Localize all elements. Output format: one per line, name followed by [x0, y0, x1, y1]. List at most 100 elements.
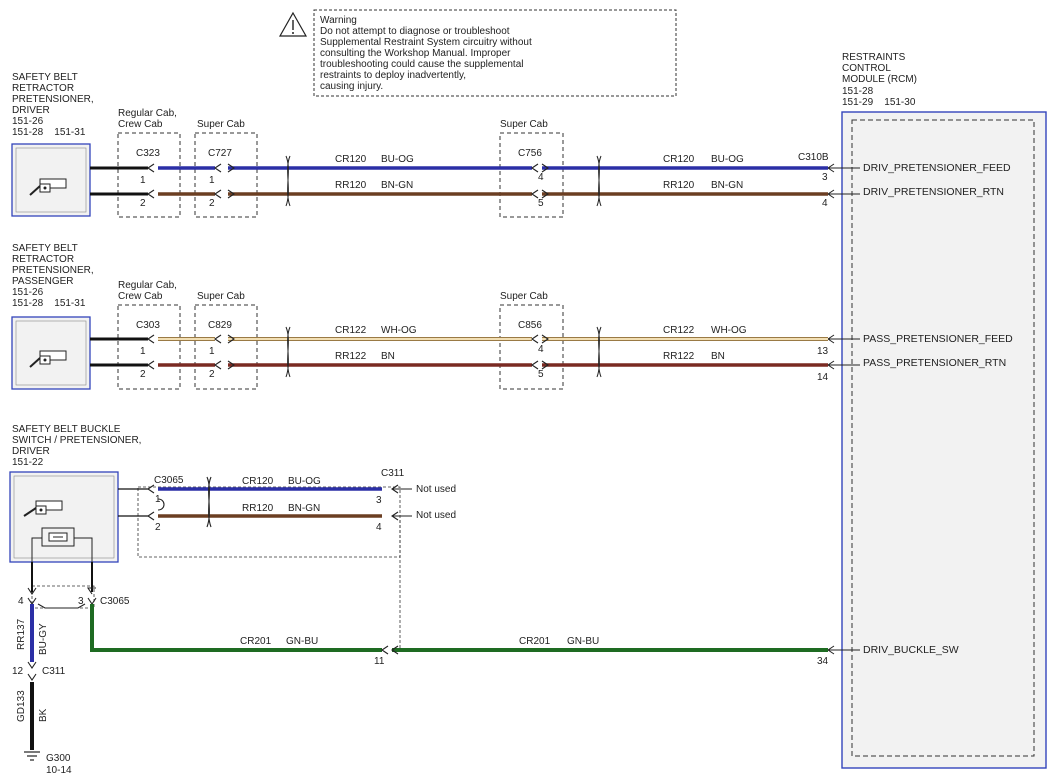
connector-label: C311: [42, 666, 66, 677]
pin-number: 4: [376, 522, 382, 533]
pin-number: 1: [155, 494, 161, 505]
warning-block: Warning Do not attempt to diagnose or tr…: [278, 9, 677, 97]
component-title: PASSENGER: [12, 276, 74, 287]
connector-label: C3065: [100, 596, 130, 607]
cab-label: Crew Cab: [118, 119, 163, 130]
component-title: DRIVER: [12, 105, 50, 116]
warning-line: consulting the Workshop Manual. Improper: [320, 48, 511, 59]
ground-label: G300: [46, 753, 71, 764]
connector-label: C856: [518, 320, 542, 331]
wire-circuit: CR201: [240, 636, 272, 647]
wire-color: GN-BU: [567, 636, 599, 647]
cab-label: Regular Cab,: [118, 280, 177, 291]
component-ref: 151-26: [12, 287, 44, 298]
wire-circuit: CR201: [519, 636, 551, 647]
pin-number: 2: [140, 369, 146, 380]
rcm-module: RESTRAINTS CONTROL MODULE (RCM) 151-28 1…: [798, 52, 1047, 769]
ground-icon: [24, 751, 40, 761]
wire-circuit: RR120: [663, 180, 695, 191]
wire-circuit: RR122: [335, 351, 367, 362]
pin-number: 5: [538, 198, 544, 209]
wire-color: BU-GY: [38, 623, 49, 655]
wire-color: BN: [381, 351, 395, 362]
component-title: RETRACTOR: [12, 254, 74, 265]
wire-circuit: CR120: [335, 154, 367, 165]
component-title: PRETENSIONER,: [12, 94, 94, 105]
cab-label: Super Cab: [197, 291, 245, 302]
rcm-pin: 14: [817, 372, 829, 383]
connector-label: C756: [518, 148, 542, 159]
rcm-connector-label: C310B: [798, 152, 829, 163]
component-title: SAFETY BELT: [12, 72, 78, 83]
wire-color: BU-OG: [288, 476, 321, 487]
wire-color: WH-OG: [381, 325, 417, 336]
connector-label: C303: [136, 320, 160, 331]
pin-number: 12: [12, 666, 24, 677]
rcm-signal: DRIV_BUCKLE_SW: [863, 644, 959, 656]
pin-number: 3: [376, 495, 382, 506]
rcm-pin: 3: [822, 172, 828, 183]
connector-label: C323: [136, 148, 160, 159]
buckle-device-icon: [9, 471, 119, 568]
warning-line: causing injury.: [320, 81, 383, 92]
wire-circuit: CR120: [663, 154, 695, 165]
component-ref: 151-28 151-31: [12, 298, 86, 309]
passenger-pretensioner-section: SAFETY BELT RETRACTOR PRETENSIONER, PASS…: [11, 243, 828, 390]
wire-circuit: RR120: [242, 503, 274, 514]
component-title: SAFETY BELT BUCKLE: [12, 424, 121, 435]
not-used-label: Not used: [416, 510, 456, 521]
not-used-label: Not used: [416, 484, 456, 495]
warning-line: Supplemental Restraint System circuitry …: [320, 37, 532, 48]
pin-number: 4: [538, 172, 544, 183]
pin-number: 1: [209, 346, 215, 357]
wire-color: BN: [711, 351, 725, 362]
wire-color: BN-GN: [711, 180, 743, 191]
cab-label: Super Cab: [500, 119, 548, 130]
pin-number: 4: [538, 344, 544, 355]
warning-icon: [278, 11, 308, 37]
rcm-pin: 34: [817, 656, 829, 667]
warning-line: restraints to deploy inadvertently,: [320, 70, 466, 81]
pin-number: 1: [140, 346, 146, 357]
rcm-title: RESTRAINTS: [842, 52, 906, 63]
rcm-ref: 151-29 151-30: [842, 97, 916, 108]
component-title: DRIVER: [12, 446, 50, 457]
warning-line: Warning: [320, 15, 357, 26]
pin-number: 2: [209, 369, 215, 380]
cab-label: Super Cab: [197, 119, 245, 130]
pin-number: 11: [374, 656, 385, 667]
warning-line: Do not attempt to diagnose or troublesho…: [320, 26, 510, 37]
cab-label: Regular Cab,: [118, 108, 177, 119]
component-title: PRETENSIONER,: [12, 265, 94, 276]
rcm-signal: PASS_PRETENSIONER_FEED: [863, 333, 1013, 345]
ground-ref: 10-14: [46, 765, 72, 776]
wire-circuit: CR122: [335, 325, 367, 336]
pin-number: 2: [140, 198, 146, 209]
wire-color: BU-OG: [711, 154, 744, 165]
component-ref: 151-26: [12, 116, 44, 127]
pretensioner-device-icon: [11, 316, 91, 390]
connector-label: C3065: [154, 475, 184, 486]
component-title: SWITCH / PRETENSIONER,: [12, 435, 141, 446]
pin-number: 5: [538, 369, 544, 380]
driver-pretensioner-section: SAFETY BELT RETRACTOR PRETENSIONER, DRIV…: [11, 72, 828, 218]
wire-circuit: CR122: [663, 325, 695, 336]
rcm-signal: DRIV_PRETENSIONER_RTN: [863, 186, 1004, 198]
connector-label: C311: [381, 468, 405, 479]
cab-label: Crew Cab: [118, 291, 163, 302]
rcm-ref: 151-28: [842, 86, 874, 97]
rcm-title: MODULE (RCM): [842, 74, 917, 85]
component-title: SAFETY BELT: [12, 243, 78, 254]
wire-circuit: RR137: [16, 618, 27, 650]
connector-label: C829: [208, 320, 232, 331]
wire-circuit: GD133: [16, 690, 27, 722]
wire-color: WH-OG: [711, 325, 747, 336]
wire-color: BK: [38, 708, 49, 722]
pin-number: 1: [140, 175, 146, 186]
buckle-section: SAFETY BELT BUCKLE SWITCH / PRETENSIONER…: [9, 424, 828, 776]
warning-line: troubleshooting could cause the suppleme…: [320, 59, 523, 70]
wire-color: BU-OG: [381, 154, 414, 165]
wire-color: BN-GN: [288, 503, 320, 514]
pin-number: 2: [209, 198, 215, 209]
